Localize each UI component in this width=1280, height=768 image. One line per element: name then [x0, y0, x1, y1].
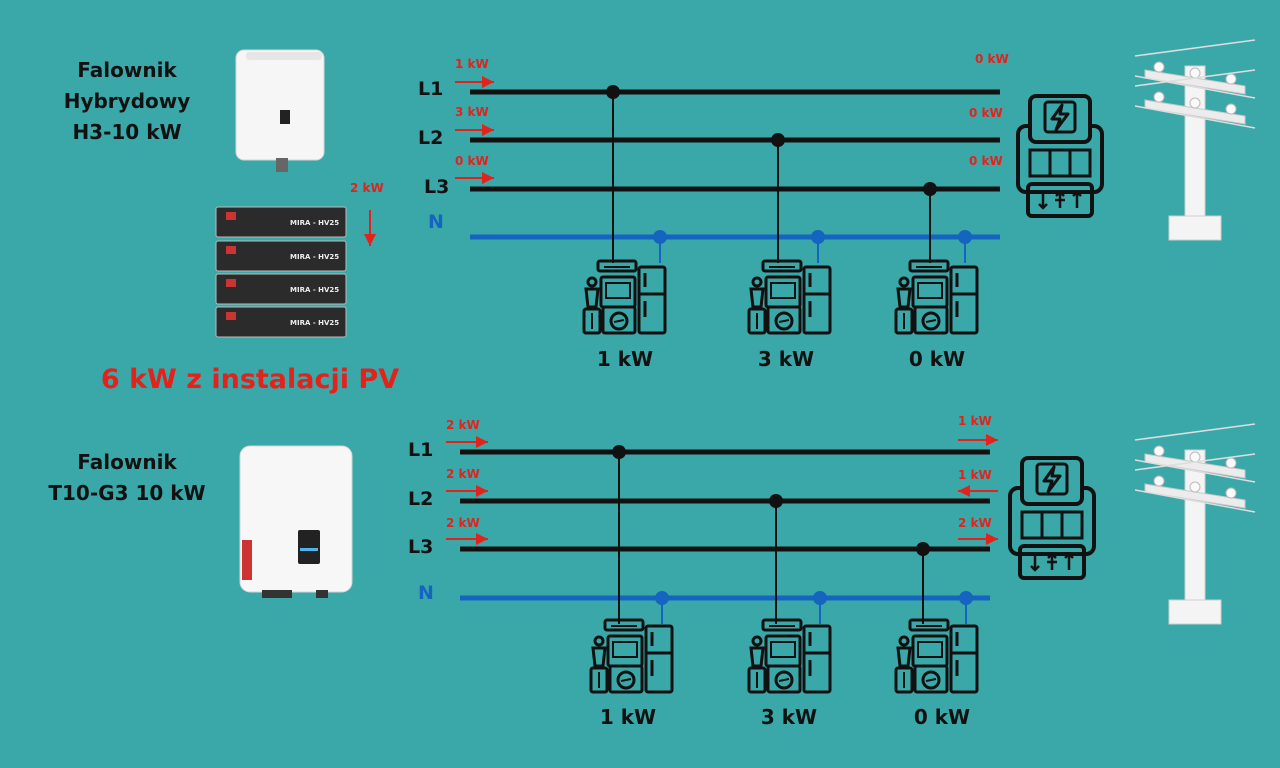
- battery-flow-label: 2 kW: [350, 181, 384, 195]
- bottom-phase-diagram: L1 L2 L3 N 2 kW 2 kW 2 kW 1 kW 1 kW 2 kW…: [408, 414, 1256, 729]
- top-neutral-label: N: [428, 211, 444, 233]
- top-l1-label: L1: [418, 78, 443, 100]
- bottom-l3-label: L3: [408, 536, 433, 558]
- top-l3-grid-flow: 0 kW: [969, 154, 1003, 168]
- bottom-load-3-value: 0 kW: [914, 705, 970, 729]
- top-load-1-appliances-icon: [582, 259, 667, 335]
- bottom-l1-inverter-flow: 2 kW: [446, 418, 480, 432]
- bottom-l1-grid-flow: 1 kW: [958, 414, 992, 428]
- bottom-l1-label: L1: [408, 439, 433, 461]
- top-load-2-value: 3 kW: [758, 347, 814, 371]
- top-energy-meter-icon: [1016, 94, 1104, 218]
- top-load-3-appliances-icon: [894, 259, 979, 335]
- bottom-energy-meter-icon: [1008, 456, 1096, 580]
- t10-inverter-image: [239, 445, 353, 598]
- top-l2-label: L2: [418, 127, 443, 149]
- bottom-load-2-value: 3 kW: [761, 705, 817, 729]
- pv-production-label: 6 kW z instalacji PV: [100, 364, 400, 395]
- bottom-inverter-title: Falownik T10-G3 10 kW: [48, 450, 206, 505]
- top-l1-grid-flow: 0 kW: [975, 52, 1009, 66]
- bottom-load-3-appliances-icon: [894, 618, 979, 694]
- battery-model-label: MIRA - HV25: [290, 286, 339, 294]
- battery-model-label: MIRA - HV25: [290, 253, 339, 261]
- top-phase-diagram: L1 L2 L3 N 1 kW 3 kW 0 kW 0 kW 0 kW 0 kW…: [418, 39, 1256, 371]
- hybrid-inverter-image: [235, 49, 325, 172]
- top-load-3-value: 0 kW: [909, 347, 965, 371]
- battery-model-label: MIRA - HV25: [290, 219, 339, 227]
- bottom-load-1-value: 1 kW: [600, 705, 656, 729]
- bottom-power-pole-icon: [1134, 423, 1256, 625]
- top-l1-inverter-flow: 1 kW: [455, 57, 489, 71]
- bottom-l2-grid-flow: 1 kW: [958, 468, 992, 482]
- top-load-2-appliances-icon: [747, 259, 832, 335]
- bottom-load-2-appliances-icon: [747, 618, 832, 694]
- top-l3-inverter-flow: 0 kW: [455, 154, 489, 168]
- top-inverter-title: Falownik Hybrydowy H3-10 kW: [63, 58, 191, 144]
- top-l2-inverter-flow: 3 kW: [455, 105, 489, 119]
- battery-stack: MIRA - HV25 MIRA - HV25 MIRA - HV25 MIRA…: [215, 206, 347, 338]
- top-power-pole-icon: [1134, 39, 1256, 241]
- top-load-1-value: 1 kW: [597, 347, 653, 371]
- bottom-load-1-appliances-icon: [589, 618, 674, 694]
- bottom-l3-inverter-flow: 2 kW: [446, 516, 480, 530]
- bottom-l2-label: L2: [408, 488, 433, 510]
- bottom-l2-inverter-flow: 2 kW: [446, 467, 480, 481]
- bottom-l3-grid-flow: 2 kW: [958, 516, 992, 530]
- bottom-neutral-label: N: [418, 582, 434, 604]
- top-l3-label: L3: [424, 176, 449, 198]
- top-l2-grid-flow: 0 kW: [969, 106, 1003, 120]
- battery-model-label: MIRA - HV25: [290, 319, 339, 327]
